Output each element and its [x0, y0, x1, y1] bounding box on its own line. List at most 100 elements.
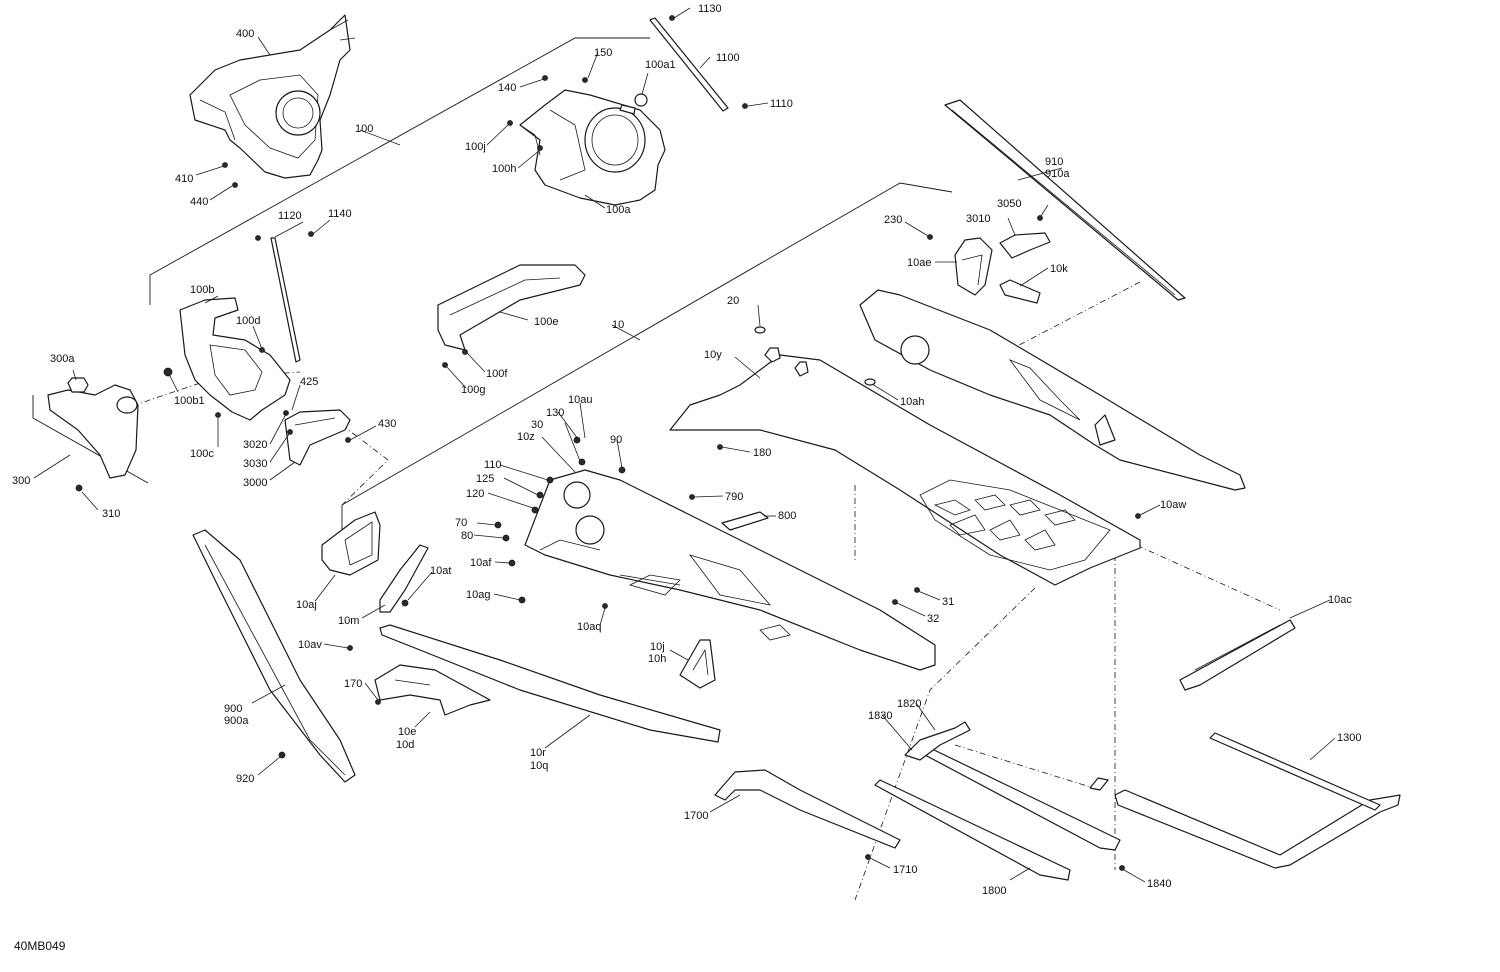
part-1120-rod — [255, 231, 314, 363]
callout-10: 10 — [612, 319, 624, 331]
callout-800: 800 — [778, 510, 796, 522]
part-10k-bracket — [999, 279, 1041, 304]
callout-3030: 3030 — [243, 458, 267, 470]
callout-labels: 400 100 410 440 1130 1100 1110 100a1 150… — [12, 3, 1361, 897]
callout-1140: 1140 — [328, 208, 352, 220]
callout-70: 70 — [455, 517, 467, 529]
callout-10r: 10r — [530, 747, 546, 759]
callout-790: 790 — [725, 491, 743, 503]
callout-100j: 100j — [465, 141, 486, 153]
callout-10z: 10z — [517, 431, 535, 443]
callout-1700: 1700 — [684, 810, 708, 822]
callout-120: 120 — [466, 488, 484, 500]
callout-10k: 10k — [1050, 263, 1068, 275]
part-1800-footrest — [874, 747, 1121, 881]
figure-id: 40MB049 — [14, 939, 66, 953]
callout-900: 900 — [224, 703, 242, 715]
callout-1800: 1800 — [982, 885, 1006, 897]
callout-10j: 10j — [650, 641, 665, 653]
callout-31: 31 — [942, 596, 954, 608]
leader-lines — [33, 7, 1336, 883]
part-1700-running-board — [714, 769, 901, 849]
part-10e-bracket — [374, 664, 491, 716]
callout-910: 910 — [1045, 156, 1063, 168]
callout-1300: 1300 — [1337, 732, 1361, 744]
callout-10ae: 10ae — [907, 257, 931, 269]
callout-100g: 100g — [461, 384, 485, 396]
callout-920: 920 — [236, 773, 254, 785]
callout-425: 425 — [300, 376, 318, 388]
callout-140: 140 — [498, 82, 516, 94]
callout-100f: 100f — [486, 368, 508, 380]
callout-3000: 3000 — [243, 477, 267, 489]
part-300-front-support — [47, 377, 139, 492]
callout-100a: 100a — [606, 204, 631, 216]
part-10ac-rear-bracket — [1179, 619, 1296, 691]
callout-300a: 300a — [50, 353, 75, 365]
callout-10e: 10e — [398, 726, 416, 738]
callout-30: 30 — [531, 419, 543, 431]
part-910-rail — [944, 99, 1186, 301]
part-1820-bracket — [904, 721, 1109, 791]
callout-910a: 910a — [1045, 168, 1070, 180]
callout-10av: 10av — [298, 639, 322, 651]
part-10ae-panel — [954, 237, 993, 296]
callout-10au: 10au — [568, 394, 592, 406]
callout-1830: 1830 — [868, 710, 892, 722]
callout-10aq: 10aq — [577, 621, 601, 633]
callout-100h: 100h — [492, 163, 516, 175]
callout-10aj: 10aj — [296, 599, 317, 611]
callout-230: 230 — [884, 214, 902, 226]
part-10r-lower-rail — [379, 624, 721, 743]
callout-10ac: 10ac — [1328, 594, 1352, 606]
callout-10aw: 10aw — [1160, 499, 1186, 511]
part-10y-tunnel-deck — [669, 326, 1141, 586]
callout-100b: 100b — [190, 284, 214, 296]
callout-3020: 3020 — [243, 439, 267, 451]
callout-100: 100 — [355, 123, 373, 135]
callout-32: 32 — [927, 613, 939, 625]
callout-310: 310 — [102, 508, 120, 520]
callout-100b1: 100b1 — [174, 395, 205, 407]
callout-10ah: 10ah — [900, 396, 924, 408]
callout-1100: 1100 — [716, 52, 740, 64]
part-3000-bracket — [284, 409, 351, 466]
callout-3010: 3010 — [966, 213, 990, 225]
part-100b-lower-support — [163, 297, 291, 421]
callout-170: 170 — [344, 678, 362, 690]
callout-150: 150 — [594, 47, 612, 59]
callout-1120: 1120 — [278, 210, 302, 222]
callout-3050: 3050 — [997, 198, 1021, 210]
callout-125: 125 — [476, 473, 494, 485]
callout-10af: 10af — [470, 557, 492, 569]
part-10-tunnel-side — [524, 469, 936, 671]
callout-410: 410 — [175, 173, 193, 185]
callout-100d: 100d — [236, 315, 260, 327]
part-10j-bracket — [679, 639, 716, 689]
callout-440: 440 — [190, 196, 208, 208]
callout-110: 110 — [484, 459, 502, 471]
part-10k-right-panel — [859, 289, 1246, 491]
callout-100c: 100c — [190, 448, 214, 460]
part-1300-rear-bumper — [1114, 732, 1401, 869]
callout-430: 430 — [378, 418, 396, 430]
callout-900a: 900a — [224, 715, 249, 727]
callout-20: 20 — [727, 295, 739, 307]
callout-1110: 1110 — [770, 98, 793, 110]
callout-180: 180 — [753, 447, 771, 459]
part-400-upper-front-frame — [189, 14, 356, 179]
callout-300: 300 — [12, 475, 30, 487]
callout-10ag: 10ag — [466, 589, 490, 601]
callout-100a1: 100a1 — [645, 59, 676, 71]
callout-1710: 1710 — [893, 864, 917, 876]
callout-10q: 10q — [530, 760, 548, 772]
part-10m-bracket — [379, 544, 429, 613]
callout-1130: 1130 — [698, 3, 722, 15]
callout-10y: 10y — [704, 349, 722, 361]
callout-100e: 100e — [534, 316, 558, 328]
part-100a-steering-support — [519, 89, 666, 206]
part-1100-rod — [634, 15, 748, 112]
callout-10d: 10d — [396, 739, 414, 751]
callout-10m: 10m — [338, 615, 359, 627]
